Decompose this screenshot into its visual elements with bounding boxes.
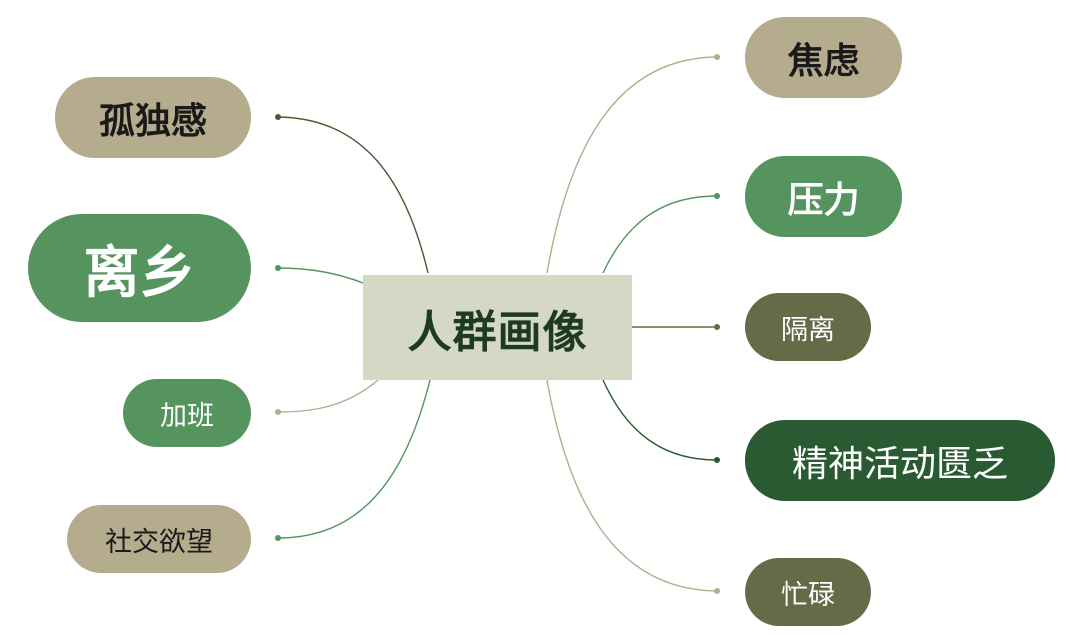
- node-isolation-label: 隔离: [781, 314, 835, 346]
- node-overtime-label: 加班: [160, 400, 214, 432]
- node-anxiety-label: 焦虑: [787, 40, 860, 82]
- connector-social-desire: [277, 379, 431, 539]
- node-isolation: 隔离: [745, 293, 871, 361]
- connector-spiritual-lack: [602, 379, 718, 461]
- connector-dot-social-desire: [275, 535, 281, 541]
- connector-overtime: [277, 379, 379, 413]
- connector-dot-pressure: [714, 193, 720, 199]
- center-node: 人群画像: [363, 275, 632, 380]
- connector-dot-overtime: [275, 409, 281, 415]
- node-social-desire: 社交欲望: [67, 505, 251, 573]
- node-anxiety: 焦虑: [745, 17, 902, 98]
- connector-dot-busy: [714, 588, 720, 594]
- connector-dot-isolation: [714, 324, 720, 330]
- connector-dot-spiritual-lack: [714, 457, 720, 463]
- node-leaving-home: 离乡: [28, 214, 251, 322]
- connector-busy: [546, 379, 718, 592]
- connector-dot-anxiety: [714, 54, 720, 60]
- connector-dot-loneliness: [275, 114, 281, 120]
- node-social-desire-label: 社交欲望: [105, 526, 213, 558]
- node-loneliness: 孤独感: [55, 77, 251, 158]
- connector-pressure: [602, 195, 718, 274]
- node-busy: 忙碌: [745, 558, 871, 626]
- node-spiritual-lack-label: 精神活动匮乏: [791, 443, 1008, 485]
- connector-anxiety: [546, 56, 718, 274]
- connector-loneliness: [277, 116, 429, 274]
- node-spiritual-lack: 精神活动匮乏: [745, 420, 1055, 501]
- connector-leaving-home: [277, 267, 364, 284]
- node-overtime: 加班: [123, 379, 251, 447]
- node-leaving-home-label: 离乡: [83, 240, 196, 306]
- node-pressure-label: 压力: [787, 179, 860, 221]
- connector-dot-leaving-home: [275, 265, 281, 271]
- node-pressure: 压力: [745, 156, 902, 237]
- node-busy-label: 忙碌: [781, 579, 835, 611]
- center-node-label: 人群画像: [407, 306, 588, 358]
- node-loneliness-label: 孤独感: [98, 100, 207, 142]
